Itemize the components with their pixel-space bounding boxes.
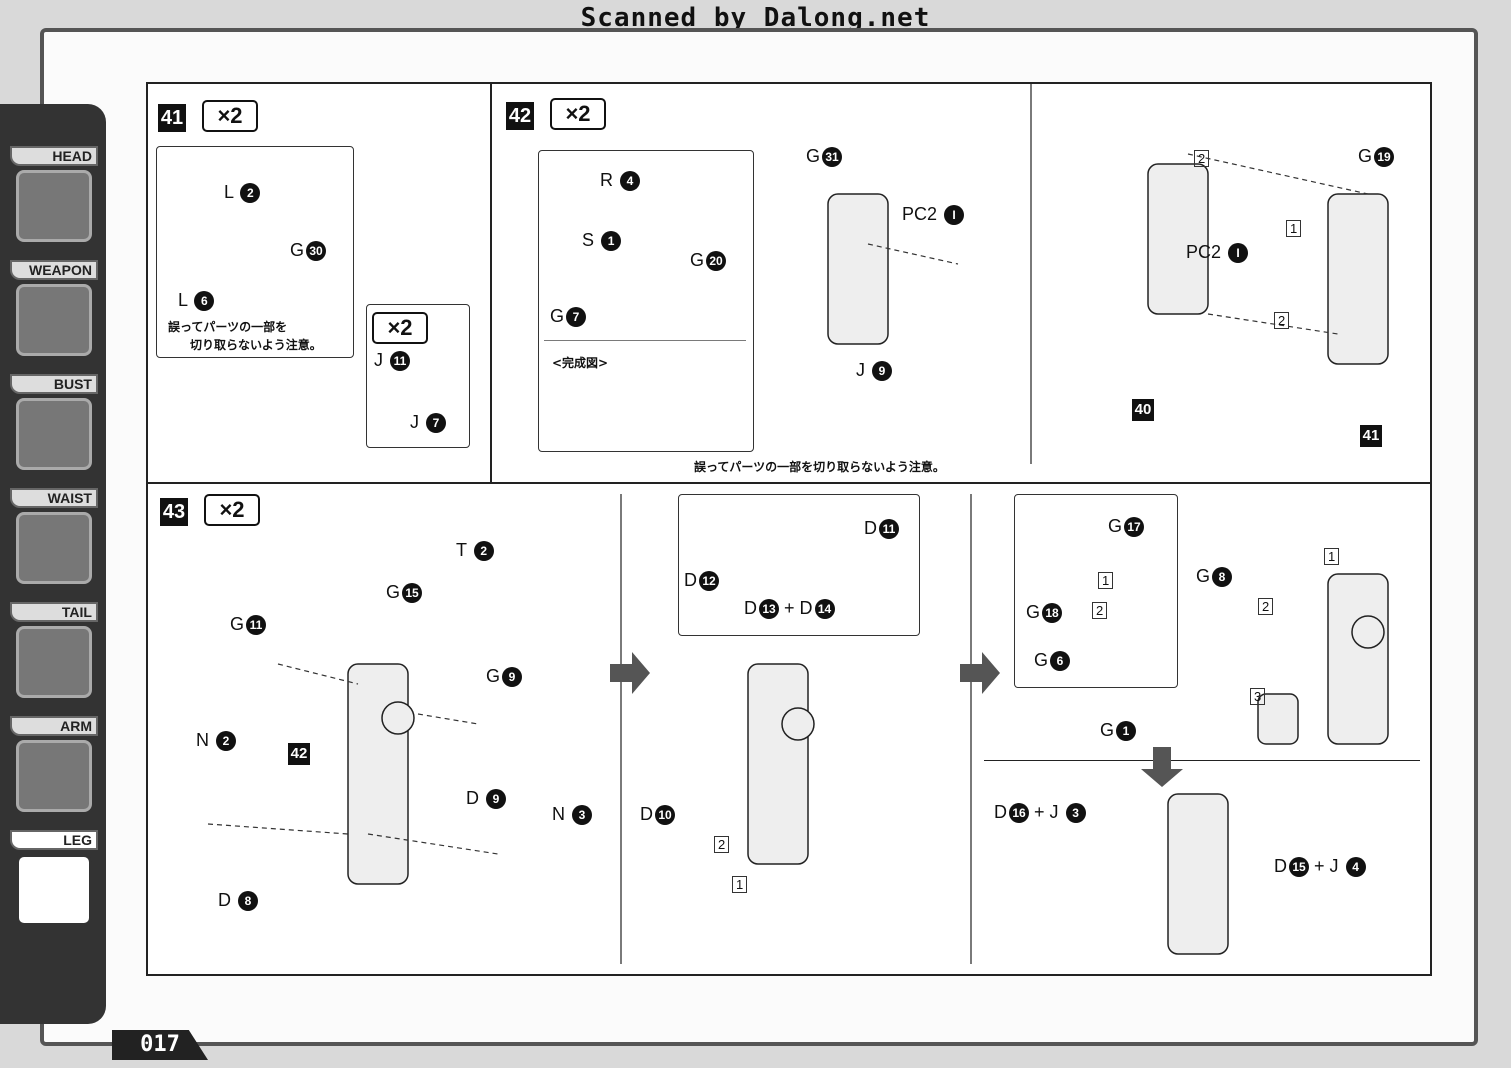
sequence-label: 1 — [1286, 220, 1302, 237]
sidebar-item-label: HEAD — [10, 146, 98, 166]
page-number: 017 — [112, 1030, 208, 1060]
quantity-badge: ×2 — [204, 494, 260, 526]
part-reference: 40 — [1132, 398, 1154, 421]
caution-note: 誤ってパーツの一部を — [168, 320, 288, 334]
part-label: L 2 — [224, 182, 261, 204]
part-label: D 9 — [466, 788, 507, 810]
sidebar-item-arm[interactable]: ARM — [10, 716, 100, 814]
sequence-label: 2 — [1194, 150, 1210, 167]
part-label: D 8 — [218, 890, 259, 912]
sidebar-item-weapon[interactable]: WEAPON — [10, 260, 100, 358]
arm-icon — [16, 740, 92, 812]
step-number: 41 — [158, 104, 186, 132]
quantity-badge: ×2 — [550, 98, 606, 130]
part-label: N 3 — [552, 804, 593, 826]
quantity-badge: ×2 — [202, 100, 258, 132]
part-reference: 42 — [288, 742, 310, 765]
section-sidebar: HEAD WEAPON BUST WAIST TAIL ARM LEG — [0, 104, 106, 1024]
down-arrow — [1141, 747, 1183, 787]
step-number: 43 — [160, 498, 188, 526]
next-step-arrow — [610, 652, 650, 694]
sequence-label: 2 — [1092, 602, 1108, 619]
sequence-label: 2 — [1274, 312, 1290, 329]
part-label: L 6 — [178, 290, 215, 312]
bust-icon — [16, 398, 92, 470]
sidebar-item-label: TAIL — [10, 602, 98, 622]
step-number: 42 — [506, 102, 534, 130]
sequence-label: 1 — [1324, 548, 1340, 565]
part-label: PC2 I — [902, 204, 965, 226]
weapon-icon — [16, 284, 92, 356]
quantity-badge: ×2 — [372, 312, 428, 344]
part-label: J 9 — [856, 360, 893, 382]
head-icon — [16, 170, 92, 242]
sequence-label: 1 — [1098, 572, 1114, 589]
detail-box — [538, 150, 754, 452]
sequence-label: 1 — [732, 876, 748, 893]
part-label: R 4 — [600, 170, 641, 192]
sidebar-item-bust[interactable]: BUST — [10, 374, 100, 472]
sidebar-item-label: ARM — [10, 716, 98, 736]
part-label: J 11 — [374, 350, 411, 372]
part-label: N 2 — [196, 730, 237, 752]
sidebar-item-waist[interactable]: WAIST — [10, 488, 100, 586]
tail-icon — [16, 626, 92, 698]
leg-icon — [16, 854, 92, 926]
part-label: J 7 — [410, 412, 447, 434]
detail-box — [156, 146, 354, 358]
waist-icon — [16, 512, 92, 584]
part-reference: 41 — [1360, 424, 1382, 447]
caution-note: 切り取らないよう注意。 — [190, 338, 322, 352]
sidebar-item-label: BUST — [10, 374, 98, 394]
sidebar-item-tail[interactable]: TAIL — [10, 602, 100, 700]
part-label: S 1 — [582, 230, 622, 252]
sidebar-item-leg[interactable]: LEG — [10, 830, 100, 928]
detail-box — [1014, 494, 1178, 688]
caution-note: 誤ってパーツの一部を切り取らないよう注意。 — [694, 460, 945, 474]
sidebar-item-label: WAIST — [10, 488, 98, 508]
part-label: T 2 — [456, 540, 494, 562]
next-step-arrow — [960, 652, 1000, 694]
complete-label: <完成図> — [552, 356, 609, 370]
sequence-label: 2 — [1258, 598, 1274, 615]
part-label: PC2 I — [1186, 242, 1249, 264]
parts-drawing — [207, 153, 1389, 955]
sequence-label: 2 — [714, 836, 730, 853]
sidebar-item-head[interactable]: HEAD — [10, 146, 100, 244]
sidebar-item-label: WEAPON — [10, 260, 98, 280]
sequence-label: 3 — [1250, 688, 1266, 705]
detail-box — [678, 494, 920, 636]
sidebar-item-label: LEG — [10, 830, 98, 850]
